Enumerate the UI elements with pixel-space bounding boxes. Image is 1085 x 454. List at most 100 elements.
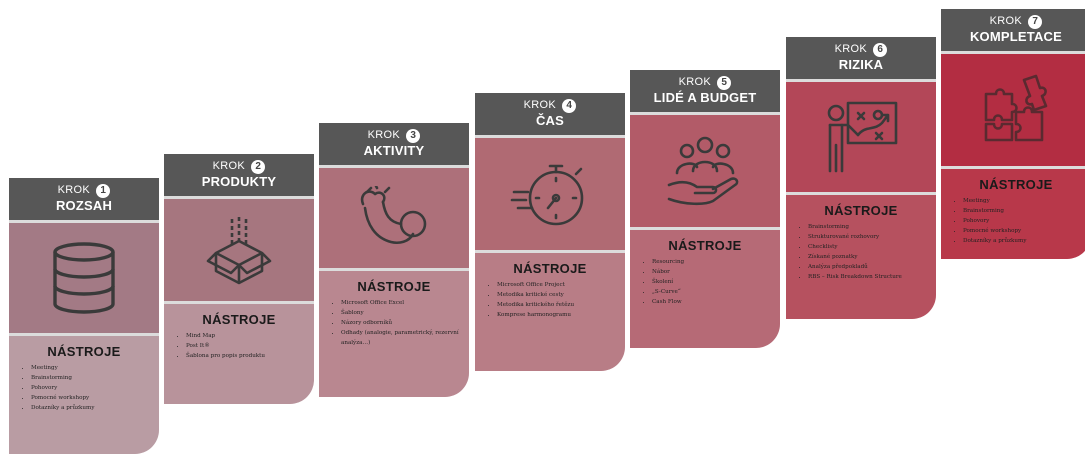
step-number-badge: 5 <box>717 76 732 90</box>
step-icon-panel <box>475 138 625 250</box>
tool-item: Pohovory <box>963 216 1085 226</box>
divider <box>9 333 159 336</box>
tool-item: Pomocné workshopy <box>963 226 1085 236</box>
step-title: RIZIKA <box>838 57 884 72</box>
divider <box>9 220 159 223</box>
tool-item: Meetingy <box>31 363 153 373</box>
tool-item: Názory odborníků <box>341 318 463 328</box>
tool-item: Šablona pro popis produktu <box>186 351 308 361</box>
step-4: KROK 4 ČAS NÁSTROJE Microsoft Office Pro… <box>475 93 625 371</box>
step-number-badge: 3 <box>406 129 421 143</box>
step-header: KROK 4 ČAS <box>475 93 625 135</box>
krok-label: KROK <box>57 184 90 196</box>
tool-item: „S-Curve“ <box>652 287 774 297</box>
tool-item: Dotazníky a průzkumy <box>31 403 153 413</box>
tools-heading: NÁSTROJE <box>202 312 276 327</box>
tools-panel: NÁSTROJE MeetingyBrainstormingPohovoryPo… <box>941 169 1085 259</box>
divider <box>319 165 469 168</box>
divider <box>475 250 625 253</box>
tool-item: Pomocné workshopy <box>31 393 153 403</box>
divider <box>786 79 936 82</box>
step-header: KROK 6 RIZIKA <box>786 37 936 79</box>
tool-item: Microsoft Office Project <box>497 280 619 290</box>
step-icon-panel <box>319 168 469 268</box>
tool-item: Komprese harmonogramu <box>497 310 619 320</box>
divider <box>786 192 936 195</box>
tools-panel: NÁSTROJE MeetingyBrainstormingPohovoryPo… <box>9 336 159 454</box>
step-6: KROK 6 RIZIKA NÁSTROJE BrainstormingStru… <box>786 37 936 319</box>
krok-label: KROK <box>523 99 556 111</box>
tool-item: Metodika kritického řetězu <box>497 300 619 310</box>
step-title: LIDÉ A BUDGET <box>653 90 757 105</box>
step-number-badge: 2 <box>251 160 266 174</box>
tools-heading: NÁSTROJE <box>668 238 742 253</box>
krok-line: KROK 7 <box>941 14 1085 29</box>
krok-label: KROK <box>212 160 245 172</box>
step-header: KROK 2 PRODUKTY <box>164 154 314 196</box>
tools-list: BrainstormingStrukturované rozhovoryChec… <box>786 222 936 282</box>
tool-item: Checklisty <box>808 242 930 252</box>
divider <box>475 135 625 138</box>
tool-item: Šablony <box>341 308 463 318</box>
krok-label: KROK <box>834 43 867 55</box>
tools-list: ResourcingNáborŠkolení„S-Curve“Cash Flow <box>630 257 780 307</box>
tool-item: Nábor <box>652 267 774 277</box>
tool-item: Cash Flow <box>652 297 774 307</box>
tool-item: RBS – Risk Breakdown Structure <box>808 272 930 282</box>
tools-heading: NÁSTROJE <box>824 203 898 218</box>
tools-heading: NÁSTROJE <box>47 344 121 359</box>
step-title: AKTIVITY <box>363 143 425 158</box>
step-5: KROK 5 LIDÉ A BUDGET NÁSTROJE Resourcing… <box>630 70 780 348</box>
krok-line: KROK 5 <box>630 75 780 90</box>
step-7: KROK 7 KOMPLETACE NÁSTROJE MeetingyBrain… <box>941 9 1085 259</box>
divider <box>164 301 314 304</box>
krok-line: KROK 3 <box>319 128 469 143</box>
tools-list: Microsoft Office ExcelŠablonyNázory odbo… <box>319 298 469 348</box>
step-3: KROK 3 AKTIVITY NÁSTROJE Microsoft Offic… <box>319 123 469 397</box>
tool-item: Pohovory <box>31 383 153 393</box>
tool-item: Mind Map <box>186 331 308 341</box>
krok-label: KROK <box>367 129 400 141</box>
tools-list: Microsoft Office ProjectMetodika kritick… <box>475 280 625 320</box>
tools-panel: NÁSTROJE ResourcingNáborŠkolení„S-Curve“… <box>630 230 780 348</box>
tools-panel: NÁSTROJE Microsoft Office ExcelŠablonyNá… <box>319 271 469 397</box>
tool-item: Dotazníky a průzkumy <box>963 236 1085 246</box>
step-number-badge: 6 <box>873 43 888 57</box>
step-header: KROK 5 LIDÉ A BUDGET <box>630 70 780 112</box>
step-header: KROK 7 KOMPLETACE <box>941 9 1085 51</box>
tool-item: Metodika kritické cesty <box>497 290 619 300</box>
tool-item: Strukturované rozhovory <box>808 232 930 242</box>
tools-panel: NÁSTROJE Microsoft Office ProjectMetodik… <box>475 253 625 371</box>
tool-item: Meetingy <box>963 196 1085 206</box>
step-icon-panel <box>9 223 159 333</box>
krok-line: KROK 1 <box>9 183 159 198</box>
step-number-badge: 1 <box>96 184 111 198</box>
step-header: KROK 3 AKTIVITY <box>319 123 469 165</box>
tools-heading: NÁSTROJE <box>357 279 431 294</box>
step-icon-panel <box>786 82 936 192</box>
tools-list: Mind MapPost It®Šablona pro popis produk… <box>164 331 314 361</box>
krok-line: KROK 2 <box>164 159 314 174</box>
divider <box>630 227 780 230</box>
step-title: ČAS <box>535 113 565 128</box>
tool-item: Microsoft Office Excel <box>341 298 463 308</box>
step-icon-panel <box>941 54 1085 166</box>
step-title: PRODUKTY <box>201 174 277 189</box>
tool-item: Analýza předpokladů <box>808 262 930 272</box>
tool-item: Brainstorming <box>963 206 1085 216</box>
step-number-badge: 4 <box>562 99 577 113</box>
tool-item: Získané poznatky <box>808 252 930 262</box>
step-2: KROK 2 PRODUKTY NÁSTROJE Mind MapPost It… <box>164 154 314 404</box>
divider <box>319 268 469 271</box>
tool-item: Odhady (analogie, parametrický, rezervní… <box>341 328 463 348</box>
tool-item: Školení <box>652 277 774 287</box>
krok-label: KROK <box>989 15 1022 27</box>
tools-list: MeetingyBrainstormingPohovoryPomocné wor… <box>941 196 1085 246</box>
step-title: KOMPLETACE <box>969 29 1063 44</box>
tool-item: Brainstorming <box>31 373 153 383</box>
tools-heading: NÁSTROJE <box>513 261 587 276</box>
step-icon-panel <box>164 199 314 301</box>
divider <box>941 51 1085 54</box>
step-title: ROZSAH <box>55 198 113 213</box>
tool-item: Resourcing <box>652 257 774 267</box>
